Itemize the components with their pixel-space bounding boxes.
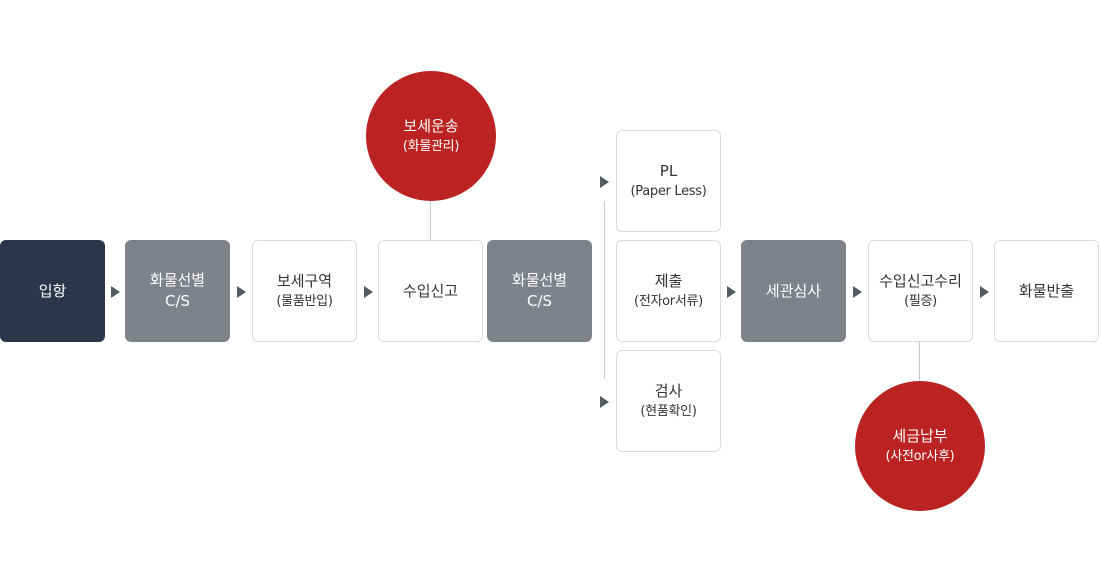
step-customs-review: 세관심사: [741, 240, 846, 342]
step-label-line1: 화물선별: [149, 271, 206, 289]
step-cargo-release: 화물반출: [994, 240, 1099, 342]
circle-tax-payment: 세금납부 (사전or사후): [855, 381, 985, 511]
step-label-line2: (물품반입): [276, 294, 333, 309]
circle-label-line2: (화물관리): [402, 139, 460, 154]
step-bonded-area: 보세구역 (물품반입): [252, 240, 357, 342]
step-cargo-selection-1: 화물선별 C/S: [125, 240, 230, 342]
step-label-line1: 수입신고수리: [879, 272, 962, 290]
step-inspection: 검사 (현품확인): [616, 350, 721, 452]
circle-bonded-transport: 보세운송 (화물관리): [366, 71, 496, 201]
arrow-right-icon: [600, 396, 609, 408]
step-arrival: 입항: [0, 240, 105, 342]
step-import-declaration: 수입신고: [378, 240, 483, 342]
connector-line-bonded-transport: [430, 198, 431, 240]
step-label-line2: (필증): [904, 294, 937, 309]
arrow-right-icon: [727, 286, 736, 298]
circle-label-line1: 보세운송: [403, 117, 459, 135]
step-declaration-acceptance: 수입신고수리 (필증): [868, 240, 973, 342]
connector-line-branch: [604, 201, 605, 379]
step-submission: 제출 (전자or서류): [616, 240, 721, 342]
step-label-line2: C/S: [526, 292, 553, 310]
arrow-right-icon: [111, 286, 120, 298]
circle-label-line2: (사전or사후): [885, 449, 955, 464]
step-arrival-label: 입항: [38, 281, 67, 300]
step-label-line2: (전자or서류): [634, 294, 703, 309]
step-cargo-selection-2: 화물선별 C/S: [487, 240, 592, 342]
connector-line-tax-payment: [919, 342, 920, 382]
circle-label-line1: 세금납부: [892, 427, 948, 445]
arrow-right-icon: [364, 286, 373, 298]
step-label-line2: C/S: [164, 292, 191, 310]
step-label: 수입신고: [402, 281, 459, 300]
arrow-right-icon: [600, 176, 609, 188]
step-label-line1: 화물선별: [511, 271, 568, 289]
step-label-line2: (Paper Less): [630, 184, 707, 199]
arrow-right-icon: [980, 286, 989, 298]
step-label: 화물반출: [1018, 281, 1075, 300]
step-label-line1: 제출: [654, 272, 683, 290]
arrow-right-icon: [853, 286, 862, 298]
step-label-line1: PL: [659, 162, 678, 180]
step-label: 세관심사: [765, 281, 822, 300]
arrow-right-icon: [237, 286, 246, 298]
step-paperless: PL (Paper Less): [616, 130, 721, 232]
step-label-line1: 검사: [654, 382, 683, 400]
step-label-line2: (현품확인): [640, 404, 697, 419]
step-label-line1: 보세구역: [276, 272, 333, 290]
